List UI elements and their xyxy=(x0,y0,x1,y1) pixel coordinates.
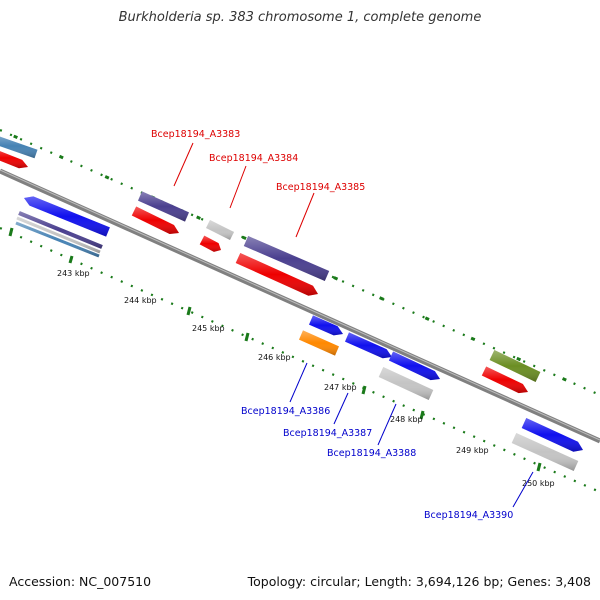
gene-label-a3390[interactable]: Bcep18194_A3390 xyxy=(424,510,513,521)
tick-label: 249 kbp xyxy=(456,446,489,455)
gene-label-a3386[interactable]: Bcep18194_A3386 xyxy=(241,406,330,417)
gene-feature-purple-shade xyxy=(138,191,189,222)
accession-text: Accession: NC_007510 xyxy=(9,574,152,589)
tick-mark xyxy=(536,462,542,472)
gene-label-a3387[interactable]: Bcep18194_A3387 xyxy=(283,428,372,439)
gene-feature-blue-shade xyxy=(309,315,343,336)
tick-mark xyxy=(419,410,425,420)
tick-label: 250 kbp xyxy=(522,479,555,488)
tick-mark xyxy=(244,332,250,342)
gene-feature-blue-shade xyxy=(345,332,392,359)
gene-feature-red-shade xyxy=(235,253,318,296)
leader-line xyxy=(229,165,247,209)
gene-label-a3384[interactable]: Bcep18194_A3384 xyxy=(209,153,298,164)
tick-label: 243 kbp xyxy=(57,269,90,278)
leader-line xyxy=(333,392,349,425)
gene-label-a3385[interactable]: Bcep18194_A3385 xyxy=(276,182,365,193)
tick-label: 245 kbp xyxy=(192,324,225,333)
gene-label-a3388[interactable]: Bcep18194_A3388 xyxy=(327,448,416,459)
scale-ticks xyxy=(8,227,542,472)
gene-feature-red-shade xyxy=(481,366,528,394)
leader-line xyxy=(377,403,397,446)
genome-summary-text: Topology: circular; Length: 3,694,126 bp… xyxy=(247,574,591,589)
gene-feature-blue-shade xyxy=(388,351,440,381)
gene-feature-olive-shade xyxy=(489,350,541,382)
tick-label: 247 kbp xyxy=(324,383,357,392)
chromosome-backbone xyxy=(0,168,600,444)
gene-features xyxy=(0,136,583,471)
top-gene-labels: Bcep18194_A3383 Bcep18194_A3384 Bcep1819… xyxy=(151,129,365,238)
gene-feature-teal-shade xyxy=(15,221,100,258)
leader-line xyxy=(295,192,315,238)
gene-feature-red-shade xyxy=(0,151,28,169)
tick-mark xyxy=(8,227,14,237)
gene-feature-blue-shade xyxy=(521,418,583,452)
gene-feature-gray-shade xyxy=(378,367,434,400)
gene-feature-gray-shade xyxy=(511,433,579,471)
gene-feature-steelblue-shade xyxy=(0,136,38,159)
gene-feature-red-shade xyxy=(131,206,179,234)
bottom-gene-labels: Bcep18194_A3386 Bcep18194_A3387 Bcep1819… xyxy=(241,362,534,521)
tick-label: 246 kbp xyxy=(258,353,291,362)
gene-label-a3383[interactable]: Bcep18194_A3383 xyxy=(151,129,240,140)
leader-line xyxy=(289,362,308,403)
leader-line xyxy=(173,142,194,187)
tick-mark xyxy=(186,306,192,316)
gene-feature-gray-shade xyxy=(206,220,234,240)
tick-mark xyxy=(68,255,74,264)
gene-feature-purple-shade xyxy=(18,211,103,249)
gene-feature-purple-shade xyxy=(243,236,330,281)
tick-label: 244 kbp xyxy=(124,296,157,305)
tick-label: 248 kbp xyxy=(390,415,423,424)
chromosome-backbone-highlight xyxy=(0,169,600,441)
gene-feature-orange-shade xyxy=(299,330,339,356)
leader-line xyxy=(512,471,534,508)
gene-feature-gray-shade xyxy=(16,216,101,254)
gene-feature-blue-shade xyxy=(24,196,110,237)
tick-mark xyxy=(361,385,367,395)
map-title: Burkholderia sp. 383 chromosome 1, compl… xyxy=(118,10,482,25)
gene-feature-red-shade xyxy=(199,235,221,252)
